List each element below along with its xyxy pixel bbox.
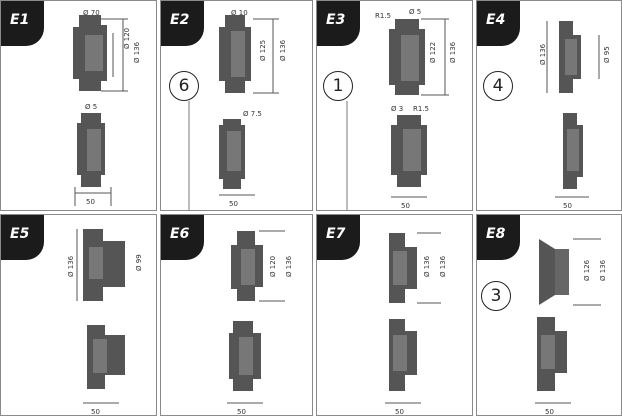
svg-text:50: 50: [401, 202, 410, 210]
svg-text:Ø 5: Ø 5: [409, 8, 421, 16]
roller-drawing-e4: Ø 136 Ø 95 50: [539, 21, 611, 210]
svg-text:R1.5: R1.5: [413, 105, 429, 113]
svg-text:Ø 126: Ø 126: [583, 259, 591, 281]
svg-text:Ø 125: Ø 125: [259, 40, 267, 61]
svg-text:Ø 136: Ø 136: [285, 255, 293, 277]
svg-text:Ø 136: Ø 136: [423, 255, 431, 277]
panel-tag-e2: E2: [161, 1, 204, 46]
svg-text:50: 50: [86, 198, 95, 206]
svg-text:Ø 136: Ø 136: [133, 41, 141, 63]
roller-drawing-e1: Ø 70 Ø 120 Ø 136 Ø 5 50: [73, 9, 141, 206]
svg-text:Ø 10: Ø 10: [231, 9, 248, 17]
svg-text:Ø 136: Ø 136: [67, 255, 75, 277]
roller-drawing-e6: Ø 120 Ø 136 50: [227, 230, 293, 416]
badge-4: 4: [483, 71, 513, 101]
svg-text:50: 50: [563, 202, 572, 210]
svg-text:Ø 136: Ø 136: [449, 41, 457, 63]
roller-drawing-e3: R1.5 Ø 5 Ø 122 Ø 136 Ø 3 R1.5 50: [346, 8, 457, 210]
panel-tag-e8: E8: [477, 215, 520, 260]
badge-1: 1: [323, 71, 353, 101]
svg-text:50: 50: [545, 408, 554, 416]
svg-text:Ø 136: Ø 136: [439, 255, 447, 277]
svg-text:Ø 136: Ø 136: [279, 39, 287, 61]
panel-tag-e4: E4: [477, 1, 520, 46]
svg-text:Ø 3: Ø 3: [391, 105, 403, 113]
roller-drawing-e5: Ø 136 Ø 99 50: [67, 229, 143, 416]
svg-text:R1.5: R1.5: [375, 12, 391, 20]
panel-e5: E5 Ø 136 Ø 99 50: [0, 214, 157, 416]
svg-text:Ø 122: Ø 122: [429, 42, 437, 63]
badge-6: 6: [169, 71, 199, 101]
roller-drawing-e2: Ø 10 Ø 125 Ø 136 Ø 7.5 50: [188, 9, 287, 210]
svg-text:Ø 136: Ø 136: [539, 43, 547, 65]
svg-text:Ø 136: Ø 136: [599, 259, 607, 281]
panel-tag-e1: E1: [1, 1, 44, 46]
panel-tag-e5: E5: [1, 215, 44, 260]
svg-text:Ø 5: Ø 5: [85, 103, 97, 111]
svg-text:Ø 120: Ø 120: [269, 256, 277, 277]
svg-text:50: 50: [395, 408, 404, 416]
panel-e8: E8 3 Ø 126 Ø 136 50: [476, 214, 622, 416]
svg-text:Ø 70: Ø 70: [83, 9, 100, 17]
panel-e2: E2 6 Ø 10 Ø 125 Ø 136 Ø 7.5 50: [160, 0, 313, 211]
svg-text:50: 50: [91, 408, 100, 416]
panel-e7: E7 Ø 136 Ø 136 50: [316, 214, 473, 416]
panel-tag-e7: E7: [317, 215, 360, 260]
panel-e4: E4 4 Ø 136 Ø 95 50: [476, 0, 622, 211]
badge-3: 3: [481, 281, 511, 311]
roller-drawing-e8: Ø 126 Ø 136 50: [535, 238, 607, 416]
roller-drawing-e7: Ø 136 Ø 136 50: [385, 232, 447, 416]
panel-e6: E6 Ø 120 Ø 136 50: [160, 214, 313, 416]
svg-text:Ø 99: Ø 99: [135, 254, 143, 271]
panel-tag-e6: E6: [161, 215, 204, 260]
panel-e1: E1 Ø 70 Ø 120 Ø 136 Ø 5 50: [0, 0, 157, 211]
svg-text:Ø 7.5: Ø 7.5: [243, 110, 262, 118]
svg-text:50: 50: [237, 408, 246, 416]
svg-text:50: 50: [229, 200, 238, 208]
panel-tag-e3: E3: [317, 1, 360, 46]
panel-e3: E3 1 R1.5 Ø 5 Ø 122 Ø 136 Ø 3 R1.5 50: [316, 0, 473, 211]
svg-text:Ø 120: Ø 120: [123, 28, 131, 49]
svg-text:Ø 95: Ø 95: [603, 46, 611, 63]
